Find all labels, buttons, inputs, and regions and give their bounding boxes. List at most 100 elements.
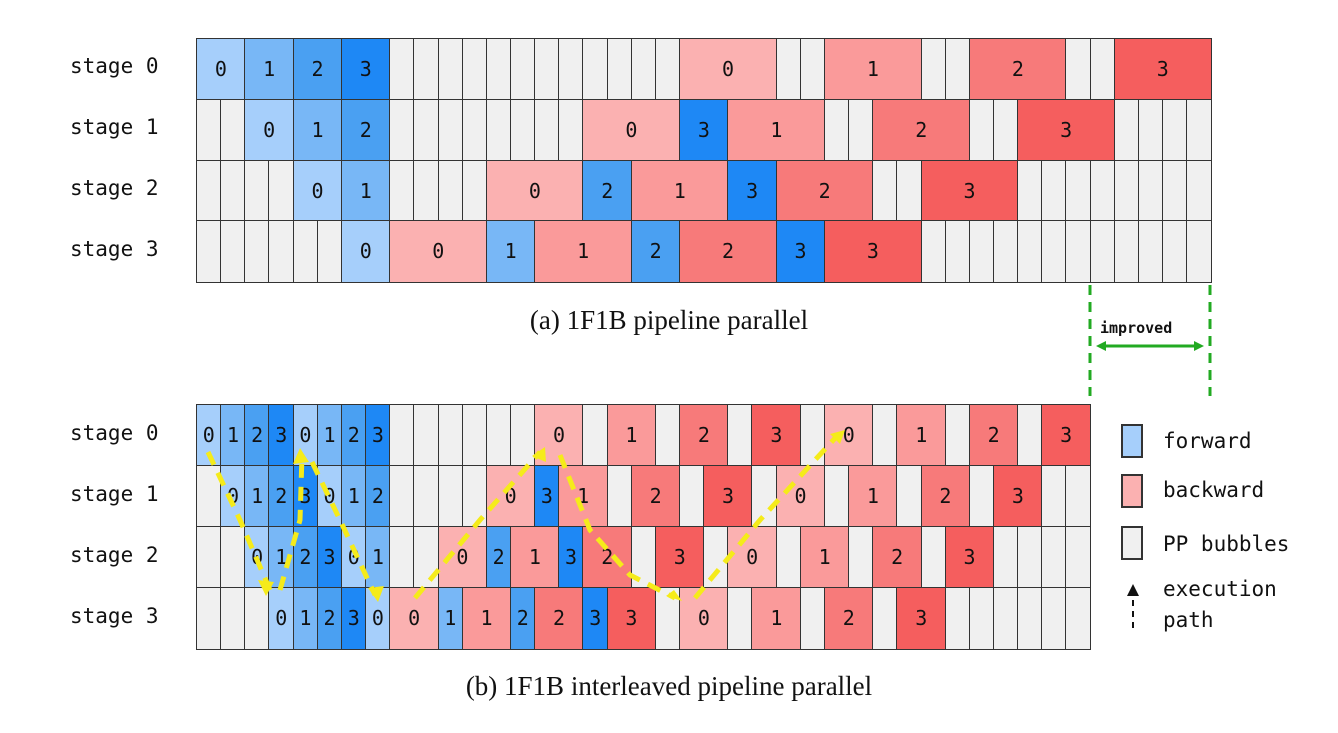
- bubble-cell: [920, 220, 947, 283]
- bubble-cell: [413, 526, 439, 589]
- forward-cell: 3: [558, 526, 584, 589]
- legend-path-label-2: path: [1163, 608, 1214, 632]
- forward-cell: 0: [244, 98, 295, 161]
- backward-cell: 0: [679, 587, 729, 650]
- forward-cell: 3: [340, 38, 391, 101]
- bubble-cell: [1017, 404, 1043, 467]
- bubble-cell: [968, 587, 995, 650]
- backward-cell: 1: [630, 159, 729, 222]
- bubble-cell: [389, 98, 415, 161]
- bubble-cell: [389, 38, 415, 101]
- bubble-cell: [630, 38, 657, 101]
- backward-cell: 2: [630, 465, 681, 528]
- forward-cell: 1: [244, 465, 270, 528]
- backward-cell: 0: [534, 404, 584, 467]
- backward-cell: 1: [534, 220, 633, 283]
- bubble-cell: [1041, 220, 1067, 283]
- bubble-cell: [1186, 98, 1212, 161]
- forward-cell: 1: [292, 98, 343, 161]
- bubble-cell: [461, 159, 488, 222]
- bubble-cell: [727, 404, 753, 467]
- forward-cell: 1: [292, 587, 319, 650]
- improved-label: improved: [1100, 319, 1173, 337]
- bubble-cell: [992, 220, 1019, 283]
- bubble-cell: [196, 465, 222, 528]
- bubble-cell: [413, 404, 439, 467]
- bubble-cell: [1065, 220, 1092, 283]
- backward-cell: 3: [654, 526, 705, 589]
- backward-cell: 3: [920, 159, 1019, 222]
- bubble-cell: [896, 159, 922, 222]
- backward-cell: 1: [823, 38, 922, 101]
- bubble-cell: [1089, 220, 1116, 283]
- backward-cell: 3: [1113, 38, 1212, 101]
- bubble-cell: [292, 220, 319, 283]
- bubble-cell: [1041, 465, 1067, 528]
- bubble-cell: [1017, 587, 1043, 650]
- bubble-cell: [920, 526, 947, 589]
- forward-cell: 3: [679, 98, 729, 161]
- bubble-cell: [461, 38, 488, 101]
- bubble-cell: [437, 98, 464, 161]
- bubble-cell: [1137, 220, 1164, 283]
- bubble-cell: [196, 220, 222, 283]
- bubble-cell: [220, 587, 246, 650]
- bubble-cell: [1137, 98, 1164, 161]
- backward-cell: 1: [751, 587, 802, 650]
- backward-cell: 3: [606, 587, 657, 650]
- bubble-cell: [461, 98, 488, 161]
- bubble-cell: [1017, 159, 1043, 222]
- bubble-cell: [389, 404, 415, 467]
- forward-cell: 2: [340, 98, 391, 161]
- bubble-cell: [1065, 526, 1092, 589]
- forward-cell: 3: [292, 465, 319, 528]
- bubble-cell: [775, 38, 802, 101]
- legend-backward-label: backward: [1163, 478, 1265, 502]
- backward-cell: 2: [534, 587, 584, 650]
- backward-cell: 3: [823, 220, 922, 283]
- backward-cell: 0: [389, 220, 488, 283]
- forward-cell: 3: [268, 404, 295, 467]
- forward-cell: 1: [340, 465, 367, 528]
- forward-cell: 2: [365, 465, 391, 528]
- bubble-cell: [968, 98, 995, 161]
- bubble-cell: [1041, 159, 1067, 222]
- bubble-cell: [848, 98, 874, 161]
- bubble-cell: [896, 465, 922, 528]
- bubble-cell: [1162, 159, 1188, 222]
- bubble-cell: [823, 465, 850, 528]
- forward-cell: 0: [196, 404, 222, 467]
- bubble-cell: [461, 404, 488, 467]
- forward-cell: 0: [340, 526, 367, 589]
- forward-cell: 1: [268, 526, 295, 589]
- legend-backward-swatch: [1121, 474, 1143, 508]
- forward-cell: 2: [292, 38, 343, 101]
- forward-cell: 1: [340, 159, 391, 222]
- forward-cell: 3: [365, 404, 391, 467]
- bubble-cell: [799, 587, 826, 650]
- bubble-cell: [582, 38, 609, 101]
- stage-label: stage 0: [70, 54, 159, 79]
- bubble-cell: [727, 587, 753, 650]
- backward-cell: 3: [896, 587, 947, 650]
- forward-cell: 0: [244, 526, 270, 589]
- backward-cell: 2: [775, 159, 874, 222]
- backward-cell: 0: [389, 587, 439, 650]
- bubble-cell: [196, 587, 222, 650]
- forward-cell: 2: [509, 587, 536, 650]
- backward-cell: 0: [485, 465, 536, 528]
- backward-cell: 1: [558, 465, 609, 528]
- backward-cell: 0: [727, 526, 778, 589]
- stage-label: stage 3: [70, 603, 159, 628]
- bubble-cell: [992, 98, 1019, 161]
- bubble-cell: [799, 38, 826, 101]
- forward-cell: 2: [244, 404, 270, 467]
- backward-cell: 2: [679, 404, 729, 467]
- bubble-cell: [485, 38, 512, 101]
- bubble-cell: [1113, 220, 1140, 283]
- forward-cell: 2: [268, 465, 295, 528]
- backward-cell: 2: [582, 526, 633, 589]
- forward-cell: 3: [316, 526, 343, 589]
- bubble-cell: [437, 465, 464, 528]
- bubble-cell: [244, 587, 270, 650]
